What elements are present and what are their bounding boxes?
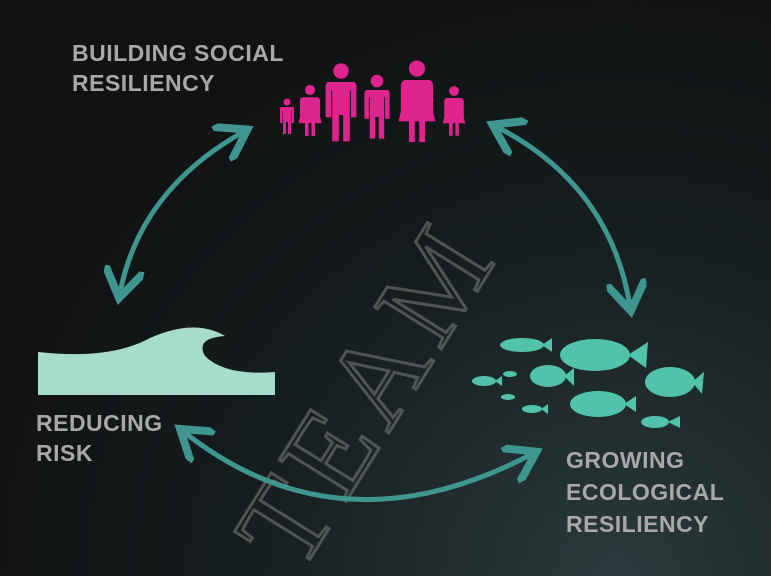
label-growing-ecological-resiliency: GROWING ECOLOGICAL RESILIENCY	[566, 444, 724, 540]
label-line: RESILIENCY	[72, 70, 216, 96]
cycle-arrows	[120, 127, 630, 503]
label-line: RESILIENCY	[566, 511, 710, 537]
arrow-social-risk	[120, 132, 243, 293]
people-icon	[280, 60, 466, 143]
label-line: REDUCING	[36, 410, 163, 436]
wave-icon	[38, 327, 275, 395]
label-line: GROWING	[566, 447, 685, 473]
label-building-social-resiliency: BUILDING SOCIAL RESILIENCY	[72, 38, 284, 98]
label-line: ECOLOGICAL	[566, 479, 725, 505]
label-line: RISK	[36, 440, 93, 466]
arrow-social-ecological	[497, 127, 630, 306]
label-reducing-risk: REDUCING RISK	[36, 408, 163, 468]
arrow-risk-ecological	[184, 432, 532, 503]
fish-school-icon	[472, 338, 704, 428]
label-line: BUILDING SOCIAL	[72, 40, 284, 66]
